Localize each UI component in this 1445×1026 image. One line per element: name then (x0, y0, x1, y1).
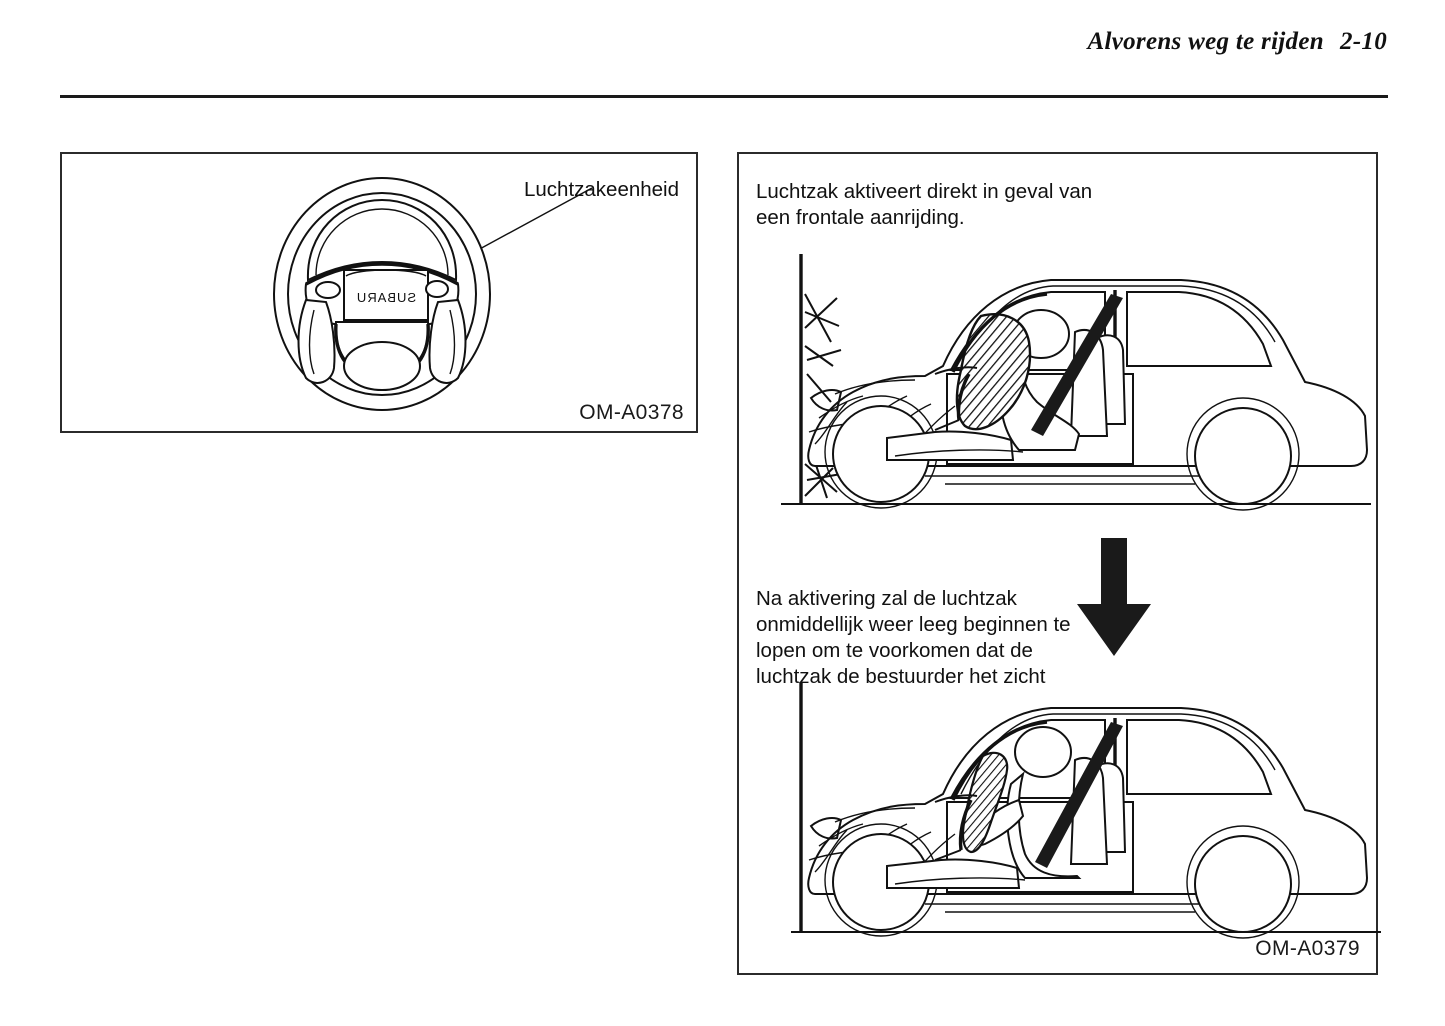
arrow-down-icon (1069, 532, 1159, 662)
header-divider (60, 95, 1388, 98)
page-header: Alvorens weg te rijden 2-10 (0, 28, 1445, 98)
airbag-pad-top-curve (345, 269, 427, 277)
caption-deployment: Luchtzak aktiveert direkt in geval van e… (756, 180, 1093, 229)
seat-belt (1031, 294, 1123, 436)
panel-airbag-deployment: Luchtzak aktiveert direkt in geval van e… (737, 152, 1381, 975)
wheel-bottom-boss (343, 341, 421, 391)
occupant-seat-cushion (894, 449, 1024, 457)
steering-wheel-small (956, 373, 971, 421)
panel-steering-wheel: Luchtzakeenheid SUBARU (60, 152, 698, 433)
door-cutline (946, 373, 1134, 465)
figure-code-left: OM-A0378 (579, 401, 684, 424)
occupant-head-2 (1014, 726, 1072, 778)
rear-wheel-arch-2 (1186, 825, 1300, 939)
door-cutline-2 (946, 801, 1134, 893)
illustration-crash-airbag-inflated (775, 254, 1375, 514)
page-title-text: Alvorens weg te rijden (1087, 28, 1324, 55)
steering-column-2 (934, 849, 962, 861)
wheel-top-spoke-inner (315, 208, 449, 276)
wheel-spoke-right-inner (449, 309, 456, 375)
headlight-2 (809, 817, 843, 840)
wheel-spoke-left-inner (308, 309, 315, 375)
wheel-spoke-right (428, 298, 467, 384)
a-pillar-2 (951, 720, 1048, 801)
rear-wheel-arch (1186, 397, 1300, 511)
steering-wheel-illustration: SUBARU (262, 176, 682, 414)
figure-code-right: OM-A0379 (1255, 937, 1360, 960)
occupant-seat-cushion-2 (894, 877, 1026, 885)
wheel-inner-rim (287, 192, 477, 396)
horn-button-right (425, 280, 449, 298)
window-rear-2 (1126, 719, 1273, 795)
subaru-badge-text: SUBARU (356, 290, 416, 305)
occupant-leg-2 (886, 858, 1021, 889)
horn-button-left (315, 281, 341, 299)
page-title: Alvorens weg te rijden 2-10 (1088, 28, 1388, 56)
rear-wheel (1194, 407, 1292, 505)
callout-label-airbag-unit: Luchtzakeenheid (524, 178, 680, 201)
wheel-spoke-left (297, 298, 336, 384)
steering-wheel-small-2 (958, 799, 973, 851)
illustration-airbag-deflating (785, 682, 1385, 942)
wheel-centre-hub-shade (305, 262, 459, 286)
dashboard (934, 366, 978, 375)
page-number: 2-10 (1339, 28, 1387, 55)
window-rear (1126, 291, 1273, 367)
seat-belt-2 (1035, 722, 1123, 868)
occupant-leg (886, 430, 1015, 461)
a-pillar (951, 292, 1048, 373)
caption-deflation: Na aktivering zal de luchtzak onmiddelli… (756, 587, 1071, 688)
rear-wheel-2 (1194, 835, 1292, 933)
steering-column (934, 419, 960, 431)
dashboard-2 (934, 794, 978, 803)
headlight (809, 389, 843, 412)
